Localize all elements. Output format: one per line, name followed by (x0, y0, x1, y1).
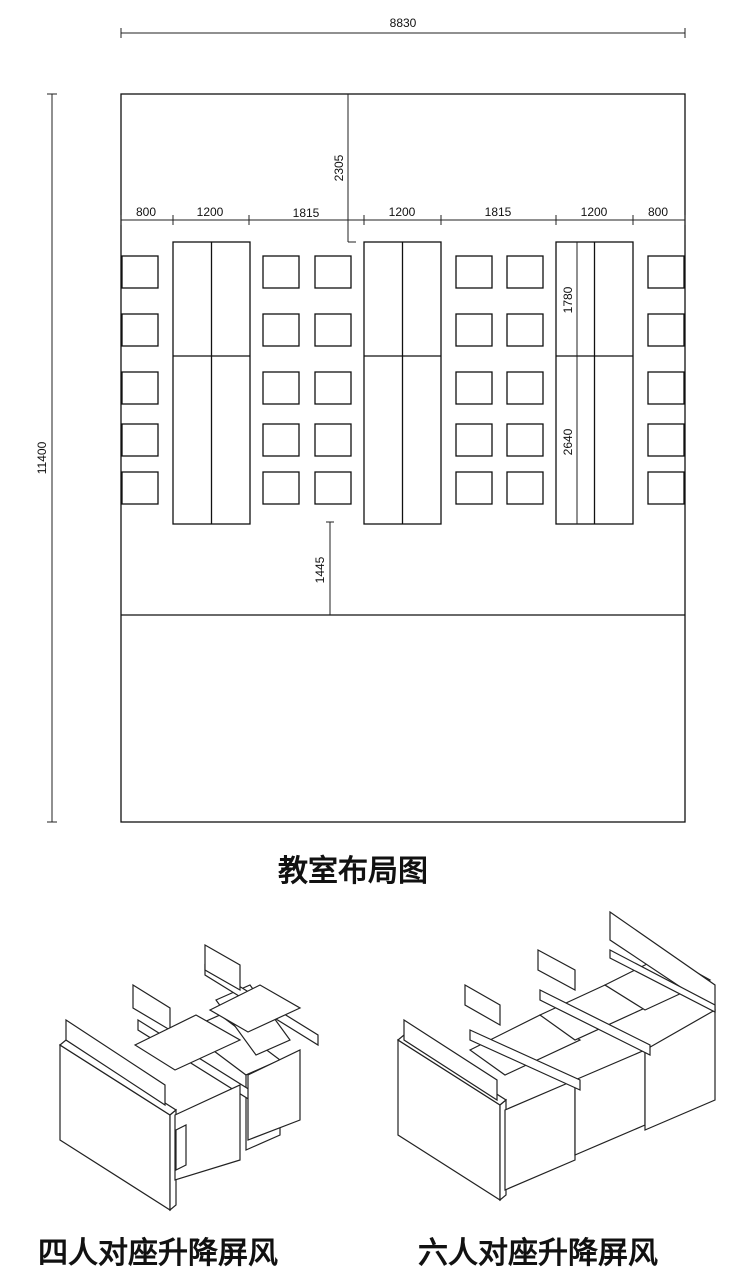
desk-row-depth-label: 1780 (561, 286, 575, 313)
rear-clearance-label: 1445 (313, 556, 327, 583)
desk-block-depth-label: 2640 (561, 428, 575, 455)
seat (647, 371, 685, 405)
desk-block (363, 241, 442, 525)
segment-label: 1815 (293, 206, 320, 220)
seat (314, 313, 352, 347)
seat (455, 371, 493, 405)
total-depth-dimension: 11400 (35, 93, 57, 823)
seat (121, 313, 159, 347)
seat (506, 423, 544, 457)
seat (262, 423, 300, 457)
seat (506, 255, 544, 289)
segment-label: 800 (136, 205, 156, 219)
six-person-caption: 六人对座升降屏风 (418, 1236, 658, 1271)
segment-dimensions: 800 1200 1815 1200 1815 1200 800 (120, 205, 686, 225)
desk-block (172, 241, 251, 525)
seat (314, 371, 352, 405)
front-clearance-dimension: 2305 (332, 94, 356, 243)
total-width-label: 8830 (390, 16, 417, 30)
seat (455, 471, 493, 505)
seat (506, 471, 544, 505)
desk-block (555, 241, 634, 525)
four-person-caption: 四人对座升降屏风 (38, 1236, 278, 1271)
four-person-workstation-illustration (58, 943, 319, 1212)
seat (314, 423, 352, 457)
seat (455, 423, 493, 457)
seat (647, 255, 685, 289)
seat (455, 313, 493, 347)
seat (121, 423, 159, 457)
segment-label: 1200 (197, 205, 224, 219)
seat (506, 371, 544, 405)
segment-label: 1815 (485, 205, 512, 219)
room-outline (120, 93, 686, 823)
seat (121, 471, 159, 505)
segment-label: 1200 (581, 205, 608, 219)
seat (647, 471, 685, 505)
seat (506, 313, 544, 347)
desk-depth-dimensions: 1780 2640 (561, 242, 578, 524)
segment-label: 800 (648, 205, 668, 219)
seat (262, 471, 300, 505)
seat (262, 313, 300, 347)
rear-clearance-dimension: 1445 (313, 521, 334, 615)
seat (121, 255, 159, 289)
seat (314, 255, 352, 289)
front-clearance-label: 2305 (332, 154, 346, 181)
seat (455, 255, 493, 289)
seat (262, 371, 300, 405)
segment-label: 1200 (389, 205, 416, 219)
seat (647, 313, 685, 347)
seat (647, 423, 685, 457)
six-person-workstation-illustration (396, 910, 716, 1202)
layout-title: 教室布局图 (278, 854, 428, 889)
total-depth-label: 11400 (35, 441, 49, 474)
seat (262, 255, 300, 289)
seat (121, 371, 159, 405)
seat (314, 471, 352, 505)
total-width-dimension: 8830 (120, 16, 686, 38)
